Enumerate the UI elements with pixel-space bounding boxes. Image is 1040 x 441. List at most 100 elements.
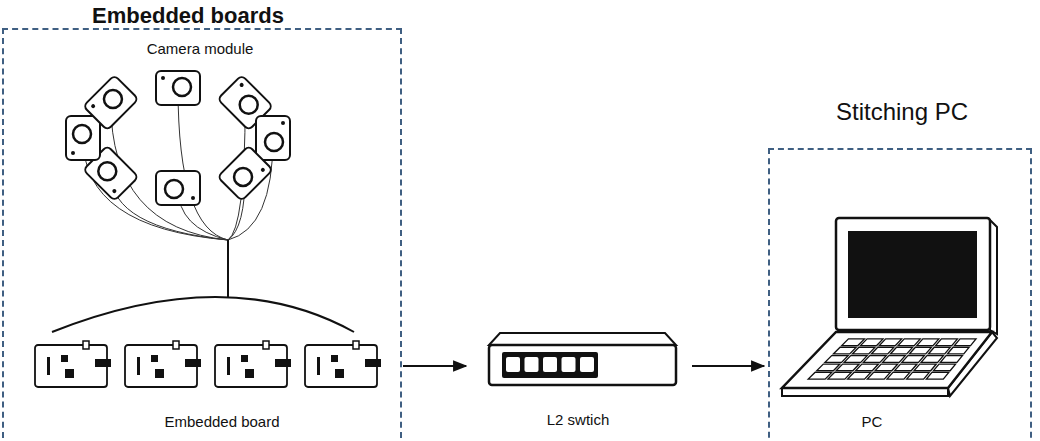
camera-dot (239, 82, 245, 88)
group-box: Embedded boardsCamera moduleEmbedded boa… (2, 28, 402, 441)
switch-node: L2 swtich (470, 328, 690, 434)
camera-body (156, 171, 200, 205)
key (909, 347, 931, 354)
laptop-keyboard (808, 339, 976, 379)
camera-dot (260, 167, 266, 173)
camera-lens (173, 78, 191, 96)
key (883, 356, 906, 363)
board-connector (353, 341, 359, 349)
board-chip (245, 369, 254, 378)
key (928, 347, 950, 354)
flow-arrow (692, 365, 764, 367)
camera-dot (71, 151, 75, 155)
camera (66, 116, 100, 160)
key (894, 364, 917, 371)
board (35, 341, 111, 387)
flow-arrow (403, 365, 466, 367)
board-chip (151, 355, 158, 362)
switch-port-panel (502, 352, 598, 378)
camera-lens (265, 133, 283, 151)
board-chip (155, 369, 164, 378)
camera (256, 116, 290, 160)
camera-dot (112, 188, 118, 194)
key (848, 372, 871, 379)
camera-lens (236, 92, 261, 117)
key (887, 372, 910, 379)
camera-dot (191, 196, 195, 200)
board-port (95, 359, 111, 367)
switch-port (543, 357, 557, 372)
switch-top (489, 333, 676, 345)
camera-lens (95, 159, 120, 184)
board-port (365, 359, 381, 367)
key (933, 364, 955, 371)
camera (218, 146, 273, 201)
board (305, 341, 381, 387)
board-chip (331, 355, 338, 362)
key (954, 339, 976, 346)
key (914, 364, 936, 371)
key (926, 372, 948, 379)
camera-lens (100, 86, 125, 111)
camera (83, 75, 138, 130)
key (921, 356, 943, 363)
key (940, 356, 962, 363)
switch-icon (489, 333, 676, 385)
key (917, 339, 939, 346)
camera-wire (83, 138, 228, 240)
group-heading: Embedded boards (92, 3, 284, 29)
laptop-icon (782, 218, 997, 396)
group-heading: Stitching PC (836, 98, 968, 127)
camera-body (66, 116, 100, 160)
board-port (275, 359, 291, 367)
camera-body (83, 75, 138, 130)
cable-branch (52, 297, 354, 332)
board-slot (47, 357, 50, 375)
camera-wire (178, 88, 228, 240)
switch-port (525, 357, 539, 372)
switch-body (489, 345, 676, 385)
node-label: Camera module (147, 40, 254, 58)
key (867, 372, 890, 379)
embedded-boards (35, 341, 381, 387)
key (947, 347, 969, 354)
board-slot (317, 357, 320, 375)
key (875, 364, 898, 371)
laptop-lid (836, 218, 990, 330)
key (907, 372, 930, 379)
board (215, 341, 291, 387)
laptop-screen (848, 231, 977, 318)
board-chip (65, 369, 74, 378)
camera (156, 171, 200, 205)
board-connector (83, 341, 89, 349)
camera-lens (230, 164, 255, 189)
key (890, 347, 912, 354)
board (125, 341, 201, 387)
cable (227, 240, 229, 297)
camera-body (218, 146, 273, 201)
board-chip (241, 355, 248, 362)
key (856, 364, 879, 371)
board-slot (227, 357, 230, 375)
camera-body (156, 71, 200, 105)
board-slot (137, 357, 140, 375)
camera-lens (165, 180, 183, 198)
group-box: Stitching PCPC (768, 148, 1032, 441)
key (936, 339, 958, 346)
node-label: Embedded board (164, 413, 279, 431)
board-connector (263, 341, 269, 349)
switch-port (506, 357, 520, 372)
switch-port (562, 357, 576, 372)
camera (156, 71, 200, 105)
laptop-base (782, 332, 992, 388)
switch-port (580, 357, 594, 372)
camera-ring (66, 71, 290, 205)
board-chip (335, 369, 344, 378)
board-port (185, 359, 201, 367)
key (902, 356, 924, 363)
board-chip (61, 355, 68, 362)
camera-lens (73, 125, 91, 143)
camera-dot (90, 103, 96, 109)
